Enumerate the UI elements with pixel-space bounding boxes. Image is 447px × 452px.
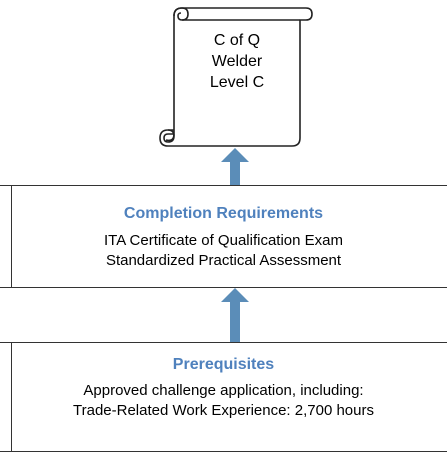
prerequisite-item: Approved challenge application, includin… (83, 382, 364, 399)
certificate-line: Level C (209, 74, 265, 91)
certificate-scroll-icon (159, 7, 313, 147)
certificate-line: C of Q (213, 32, 261, 49)
prerequisites-box: Prerequisites Approved challenge applica… (0, 342, 447, 452)
up-arrow-icon (221, 288, 249, 342)
certificate-text: C of Q Welder Level C (183, 30, 291, 93)
up-arrow-icon (221, 148, 249, 186)
prerequisite-item: Trade-Related Work Experience: 2,700 hou… (73, 402, 374, 419)
completion-requirements-box: Completion Requirements ITA Certificate … (0, 185, 447, 288)
certificate-line: Welder (211, 53, 263, 70)
completion-heading: Completion Requirements (123, 205, 324, 222)
completion-item: Standardized Practical Assessment (105, 252, 342, 269)
prerequisites-heading: Prerequisites (172, 356, 275, 373)
completion-item: ITA Certificate of Qualification Exam (104, 232, 343, 249)
